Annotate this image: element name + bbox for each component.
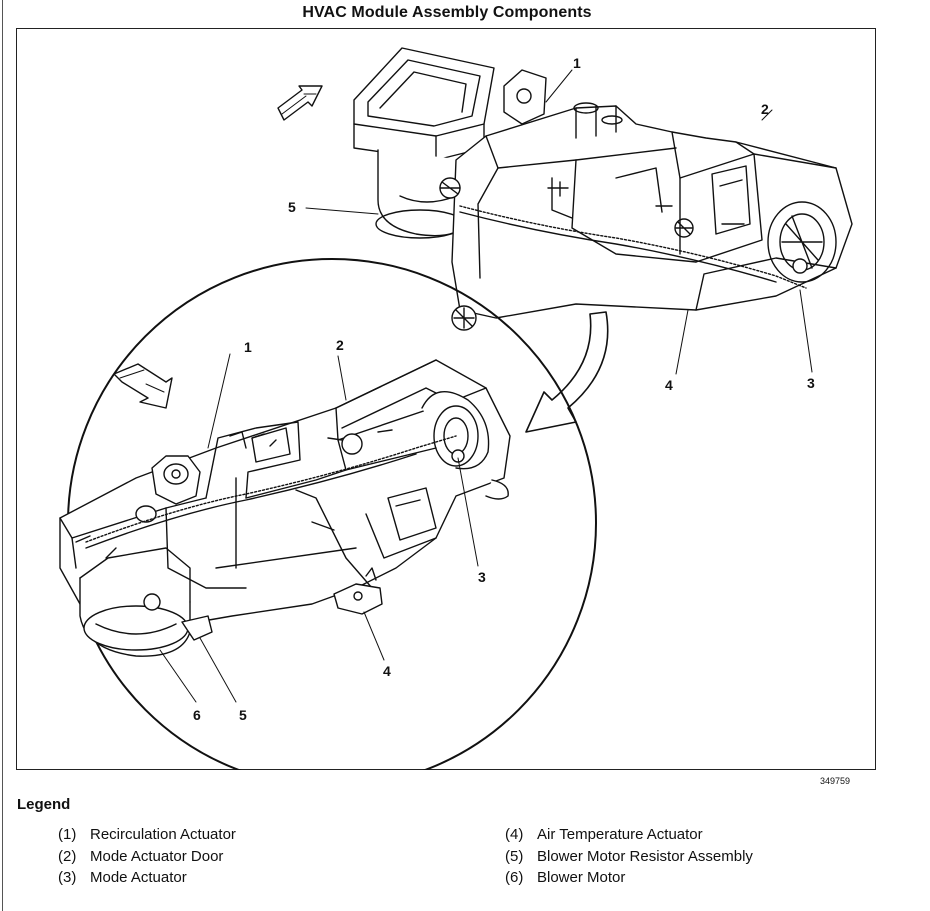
legend-title: Legend <box>17 796 71 813</box>
direction-arrow-inset <box>113 363 173 409</box>
callout-top-2: 2 <box>761 101 769 117</box>
legend-column-right: (4) Air Temperature Actuator (5) Blower … <box>505 826 753 891</box>
leader-top-1 <box>545 69 573 103</box>
callout-inset-5: 5 <box>239 707 247 723</box>
leader-inset-4 <box>363 611 385 661</box>
leader-inset-2 <box>337 355 347 401</box>
leader-inset-1 <box>207 353 231 449</box>
page-title: HVAC Module Assembly Components <box>302 4 592 21</box>
callout-inset-4: 4 <box>383 663 391 679</box>
direction-arrow-top <box>277 85 323 121</box>
legend-column-left: (1) Recirculation Actuator (2) Mode Actu… <box>58 826 236 891</box>
callout-inset-2: 2 <box>336 337 344 353</box>
legend-item-number: (1) <box>58 826 77 843</box>
legend-item-label: Mode Actuator Door <box>90 847 224 865</box>
hvac-module-illustration: 1 2 3 4 5 1 2 3 4 5 6 <box>59 47 853 770</box>
callout-top-4: 4 <box>665 377 673 393</box>
callout-top-5: 5 <box>288 199 296 215</box>
hvac-module-inset-view <box>59 359 511 657</box>
legend-item-label: Mode Actuator <box>90 869 187 886</box>
leader-top-5 <box>305 207 379 215</box>
leader-top-2 <box>761 109 773 121</box>
leader-inset-3 <box>457 457 479 567</box>
legend-item-number: (3) <box>58 869 77 886</box>
legend-item: (2) Mode Actuator Door <box>58 848 236 870</box>
callout-inset-3: 3 <box>478 569 486 585</box>
legend-item-number: (5) <box>505 847 524 865</box>
legend-item: (4) Air Temperature Actuator <box>505 826 753 848</box>
leader-top-3 <box>799 289 813 373</box>
zoom-arrow <box>525 311 609 433</box>
callout-inset-1: 1 <box>244 339 252 355</box>
legend-item-number: (6) <box>505 869 524 886</box>
legend-item-label: Blower Motor <box>537 869 626 886</box>
callout-top-1: 1 <box>573 55 581 71</box>
figure-id: 349759 <box>820 776 851 786</box>
legend-item-label: Blower Motor Resistor Assembly <box>537 847 753 865</box>
legend-item: (6) Blower Motor <box>505 869 753 891</box>
legend-item-label: Recirculation Actuator <box>90 826 236 843</box>
callout-inset-6: 6 <box>193 707 201 723</box>
hvac-module-top-view <box>353 47 853 331</box>
page-left-border <box>2 0 3 911</box>
legend-item-number: (4) <box>505 826 524 843</box>
legend-item-number: (2) <box>58 847 77 865</box>
legend-item: (5) Blower Motor Resistor Assembly <box>505 848 753 870</box>
leader-top-4 <box>675 309 689 375</box>
legend-item: (3) Mode Actuator <box>58 869 236 891</box>
legend-item-label: Air Temperature Actuator <box>537 826 703 843</box>
leader-inset-6 <box>159 649 197 703</box>
callout-top-3: 3 <box>807 375 815 391</box>
legend-item: (1) Recirculation Actuator <box>58 826 236 848</box>
leader-inset-5 <box>199 637 237 703</box>
